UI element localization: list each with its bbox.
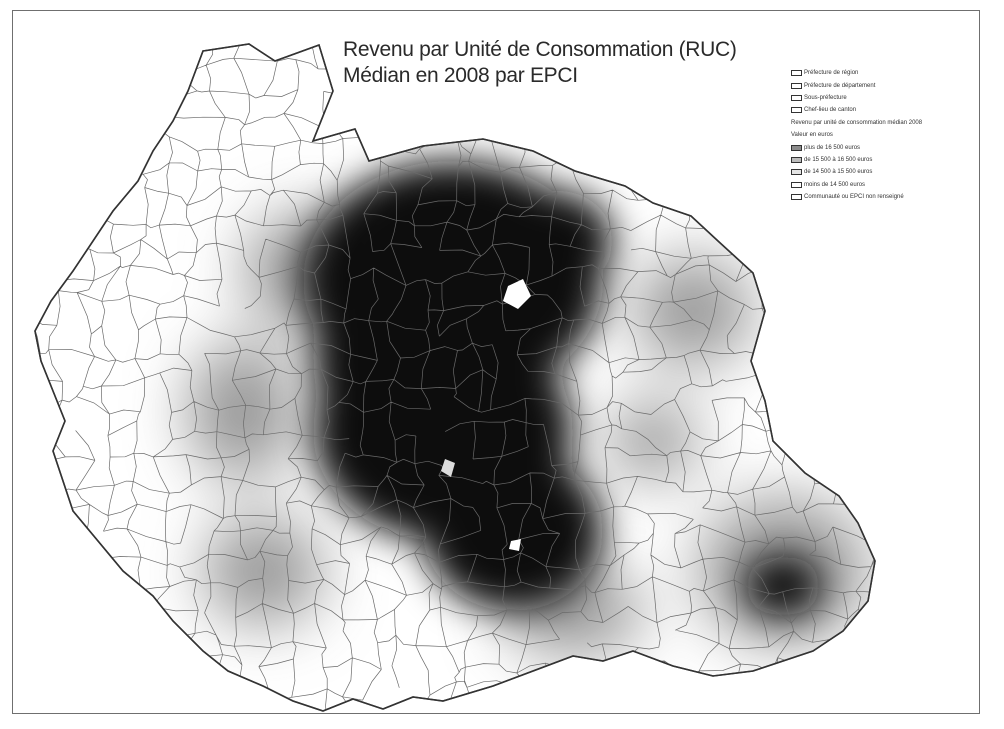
map-title: Revenu par Unité de Consommation (RUC) M… [343, 37, 737, 89]
legend-heading: Valeur en euros [791, 129, 976, 141]
high-income-zone [303, 161, 821, 616]
legend-swatch [791, 169, 802, 176]
legend-label: Sous-préfecture [804, 94, 847, 101]
map-title-line-1: Revenu par Unité de Consommation (RUC) [343, 38, 737, 61]
legend-label: Revenu par unité de consommation médian … [791, 119, 923, 126]
map-legend: Préfecture de région Préfecture de dépar… [791, 67, 976, 203]
legend-swatch [791, 156, 802, 163]
legend-label: de 15 500 à 16 500 euros [804, 156, 873, 163]
legend-label: Préfecture de région [804, 70, 859, 77]
legend-item: plus de 16 500 euros [791, 141, 976, 153]
legend-swatch [791, 181, 802, 188]
legend-swatch [791, 70, 802, 77]
choropleth-map [34, 43, 876, 712]
light-specks [441, 279, 531, 551]
legend-label: Valeur en euros [791, 132, 833, 139]
legend-item: de 15 500 à 16 500 euros [791, 154, 976, 166]
legend-item: Communauté ou EPCI non renseigné [791, 191, 976, 203]
map-frame: Revenu par Unité de Consommation (RUC) M… [12, 10, 980, 714]
legend-label: Préfecture de département [804, 82, 876, 89]
legend-item: Sous-préfecture [791, 92, 976, 104]
legend-label: moins de 14 500 euros [804, 181, 866, 188]
legend-swatch [791, 194, 802, 201]
legend-swatch [791, 144, 802, 151]
legend-heading: Revenu par unité de consommation médian … [791, 117, 976, 129]
legend-label: plus de 16 500 euros [804, 144, 861, 151]
legend-item: Préfecture de région [791, 67, 976, 79]
map-title-line-2: Médian en 2008 par EPCI [343, 64, 578, 87]
legend-item: de 14 500 à 15 500 euros [791, 166, 976, 178]
legend-item: moins de 14 500 euros [791, 179, 976, 191]
legend-swatch [791, 107, 802, 114]
legend-label: Communauté ou EPCI non renseigné [804, 194, 904, 201]
legend-swatch [791, 82, 802, 89]
region-border [34, 43, 876, 712]
legend-item: Chef-lieu de canton [791, 104, 976, 116]
legend-label: Chef-lieu de canton [804, 107, 857, 114]
legend-swatch [791, 94, 802, 101]
legend-label: de 14 500 à 15 500 euros [804, 169, 873, 176]
legend-item: Préfecture de département [791, 79, 976, 91]
